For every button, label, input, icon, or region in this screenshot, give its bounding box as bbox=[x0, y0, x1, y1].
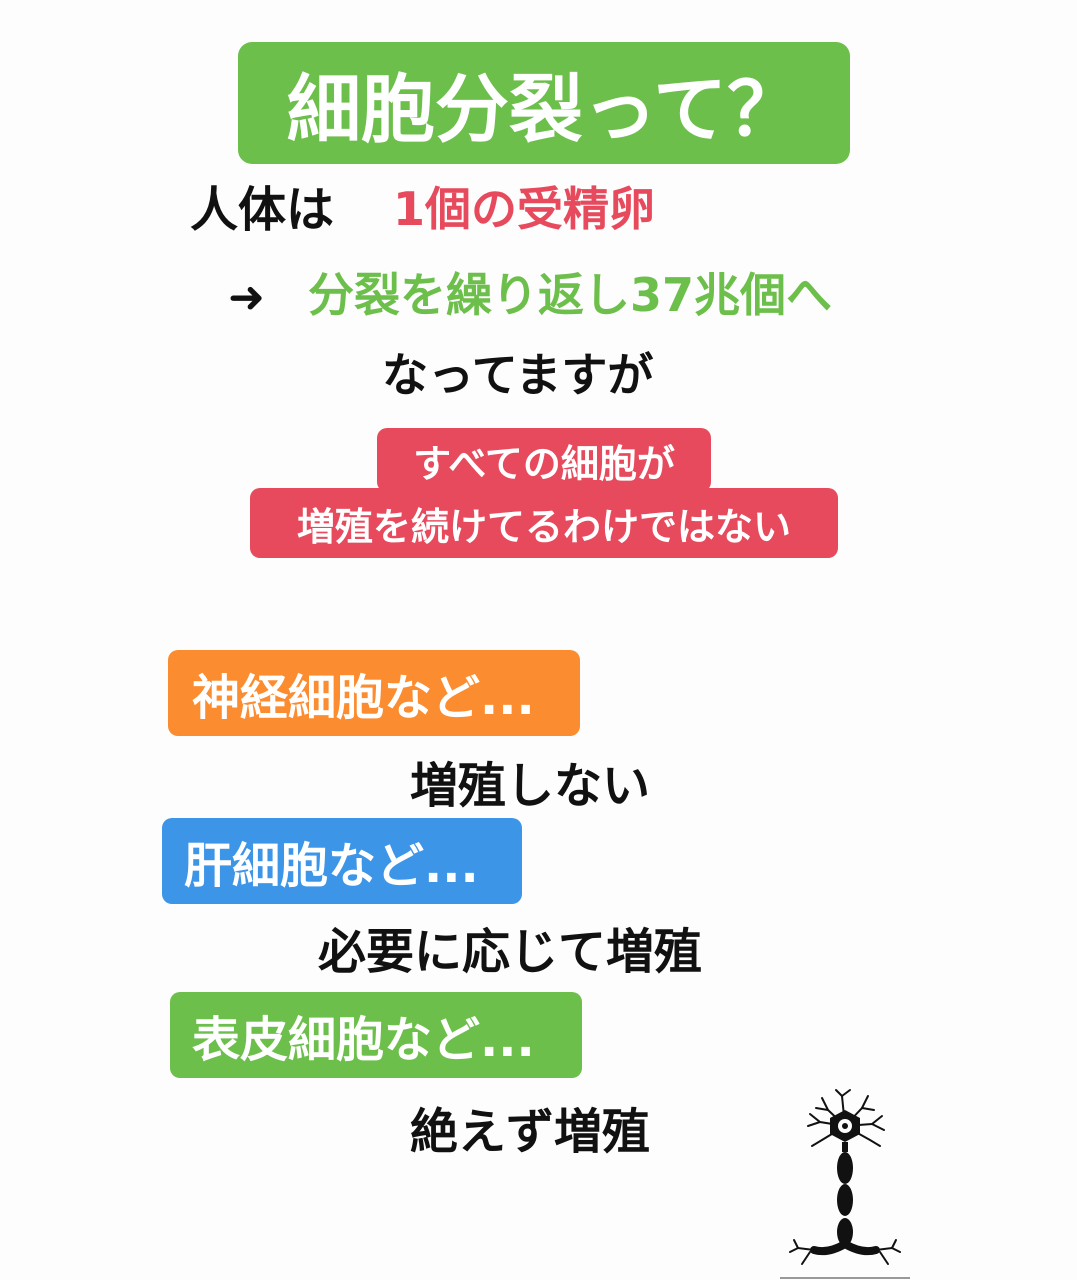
line1-lead: 人体は bbox=[190, 182, 335, 238]
title-badge: 細胞分裂って？ bbox=[238, 42, 850, 164]
arrow-icon: ➜ bbox=[228, 272, 265, 323]
note-badge-line1: すべての細胞が bbox=[377, 428, 711, 492]
category-badge-nerve: 神経細胞など... bbox=[168, 650, 580, 736]
line2-text: 分裂を繰り返し37兆個へ bbox=[308, 268, 833, 322]
neuron-icon bbox=[780, 1089, 910, 1279]
note-line1: すべての細胞が bbox=[413, 441, 675, 486]
line1-highlight: 1個の受精卵 bbox=[393, 182, 656, 236]
category-desc: 必要に応じて増殖 bbox=[318, 924, 703, 980]
category-label: 肝細胞など... bbox=[184, 838, 479, 894]
note-badge-line2: 増殖を続けてるわけではない bbox=[250, 488, 838, 558]
line3-text: なってますが bbox=[382, 348, 654, 402]
category-label: 神経細胞など... bbox=[192, 670, 535, 726]
category-badge-skin: 表皮細胞など... bbox=[170, 992, 582, 1078]
category-badge-liver: 肝細胞など... bbox=[162, 818, 522, 904]
category-label: 表皮細胞など... bbox=[192, 1012, 535, 1068]
page-title: 細胞分裂って？ bbox=[286, 66, 802, 153]
category-desc: 増殖しない bbox=[410, 758, 651, 814]
category-desc: 絶えず増殖 bbox=[410, 1104, 651, 1160]
note-line2: 増殖を続けてるわけではない bbox=[296, 504, 791, 549]
